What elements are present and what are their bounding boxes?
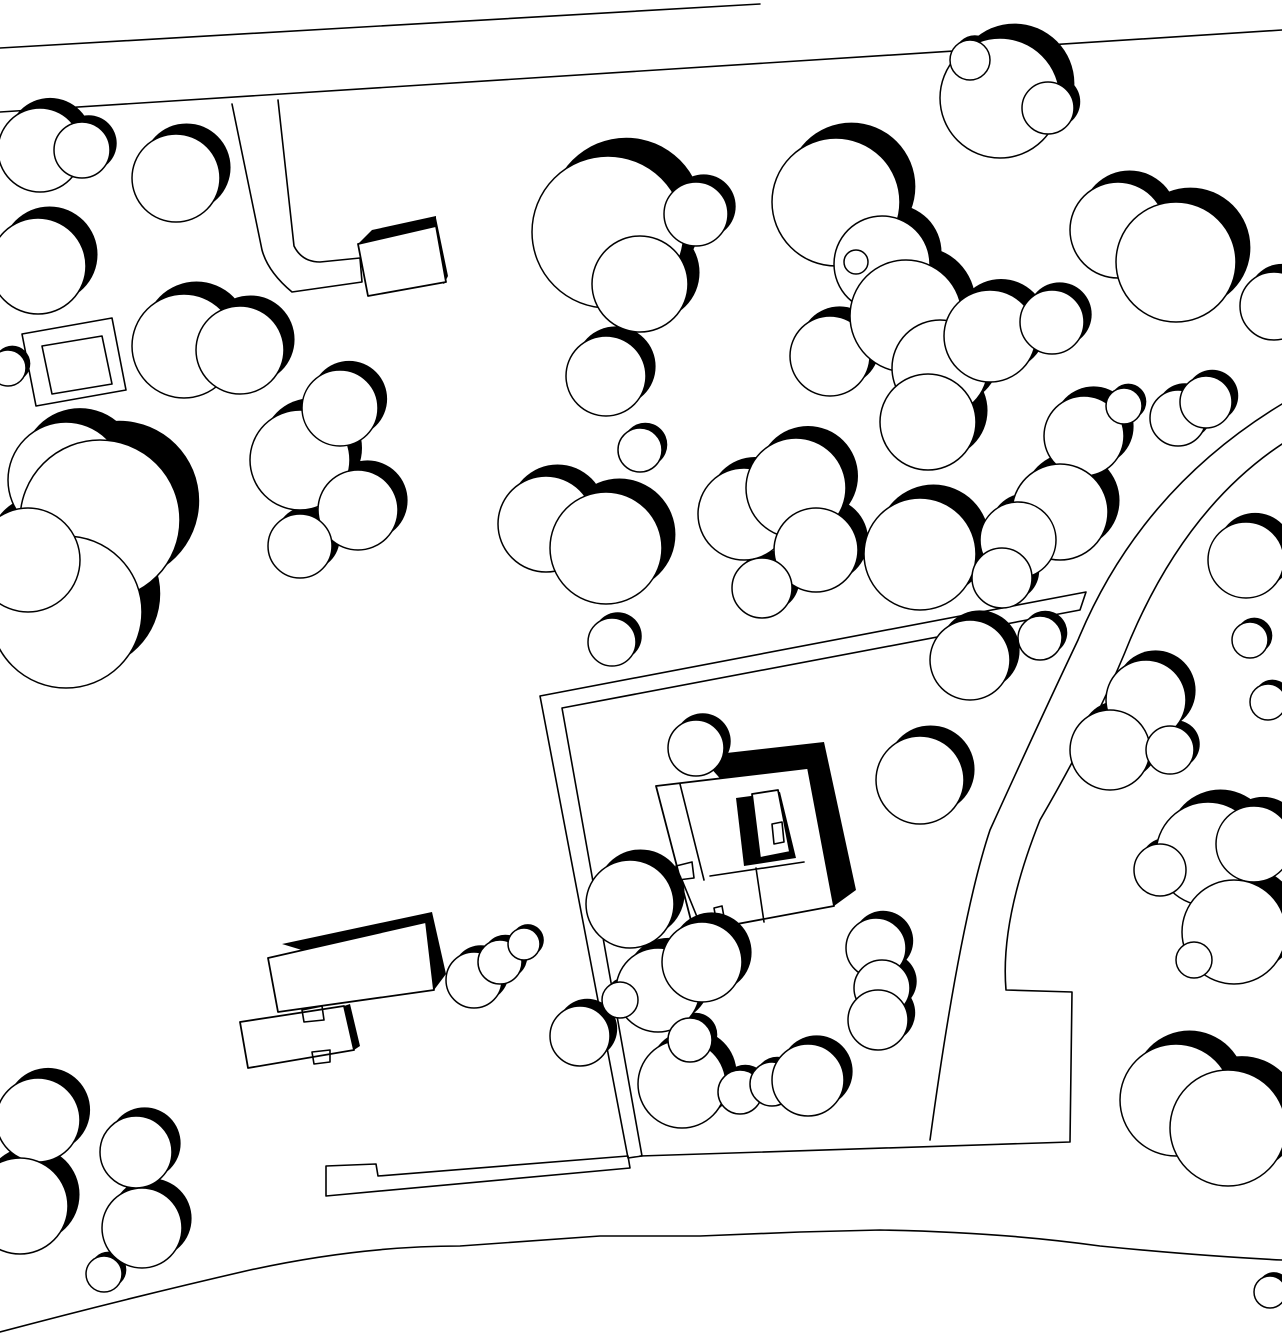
trees [0, 23, 1282, 1309]
tree-crown [0, 1157, 69, 1255]
tree-crown [771, 1043, 845, 1117]
shed [357, 216, 448, 297]
tree-crown [663, 181, 729, 247]
tree-crown [267, 513, 333, 579]
tree-crown [667, 1017, 713, 1063]
top-road-edge-lower [0, 29, 1282, 113]
tree-crown [549, 1005, 611, 1067]
tree-crown [53, 121, 111, 179]
tree-crown [0, 217, 87, 315]
tree-crown [943, 289, 1037, 383]
tree-crown [1253, 1275, 1282, 1309]
tree-crown [1145, 725, 1195, 775]
tree-crown [591, 235, 689, 333]
square-pond [21, 317, 127, 407]
tree-crown [1179, 375, 1233, 429]
tree-crown [1105, 387, 1143, 425]
tree-crown [101, 1187, 183, 1269]
tree-crown [617, 427, 663, 473]
tree-crown [565, 335, 647, 417]
tree-crown [1019, 289, 1085, 355]
tree-crown [131, 133, 221, 223]
tree-crown [1069, 709, 1151, 791]
front-path [325, 1155, 631, 1197]
tree-crown [549, 491, 663, 605]
barn [239, 912, 446, 1069]
tree-crown [879, 373, 977, 471]
tree-crown [863, 497, 977, 611]
tree-crown [1239, 271, 1282, 341]
tree-crown [1215, 805, 1282, 883]
tree-crown [507, 927, 541, 961]
tree-crown [875, 735, 965, 825]
tree-crown [667, 719, 725, 777]
tree-crown [843, 249, 869, 275]
shoreline [0, 1229, 1282, 1333]
tree-crown [1169, 1069, 1282, 1187]
tree-crown [0, 507, 81, 613]
tree-crown [301, 369, 379, 447]
tree-crown [1207, 521, 1282, 599]
tree-crown [1175, 941, 1213, 979]
tree-crown [1249, 683, 1282, 721]
tree-crown [847, 989, 909, 1051]
tree-crown [0, 1077, 81, 1163]
tree-crown [1017, 615, 1063, 661]
tree-crown [1133, 843, 1187, 897]
tree-crown [317, 469, 399, 551]
tree-crown [773, 507, 859, 593]
driveway [231, 99, 363, 293]
tree-crown [1115, 201, 1237, 323]
main-house [655, 742, 856, 935]
tree-crown [1021, 81, 1075, 135]
tree-crown [195, 305, 285, 395]
tree-crown [971, 547, 1033, 609]
tree-crown [587, 617, 637, 667]
top-road-edge-upper [0, 3, 761, 49]
tree-crown [929, 619, 1011, 701]
tree-crown [731, 557, 793, 619]
tree-crown [85, 1255, 123, 1293]
tree-crown [661, 921, 743, 1003]
tree-crown [0, 349, 27, 387]
tree-crown [601, 981, 639, 1019]
tree-crown [585, 859, 675, 949]
tree-crown [949, 39, 991, 81]
tree-crown [99, 1115, 173, 1189]
curved-road-outer [929, 403, 1282, 1141]
tree-crown [1231, 621, 1269, 659]
